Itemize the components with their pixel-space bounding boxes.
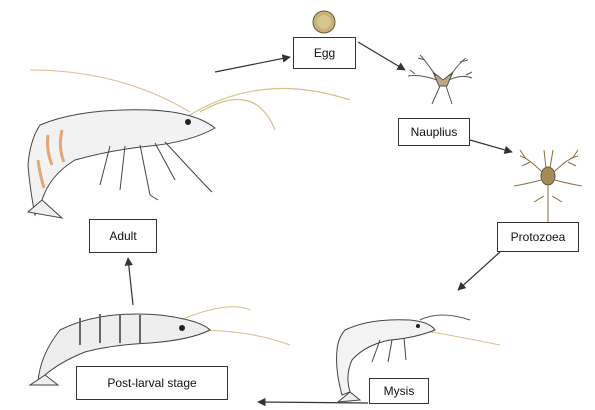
arrow-mysis-to-postlarval	[258, 402, 368, 403]
nauplius-label: Nauplius	[398, 118, 470, 146]
post-larval-label: Post-larval stage	[76, 366, 228, 400]
arrow-postlarval-to-adult	[128, 258, 133, 305]
mysis-label: Mysis	[369, 378, 429, 404]
egg-illustration	[313, 11, 335, 33]
arrow-nauplius-to-protozoea	[470, 140, 512, 152]
protozoea-label: Protozoea	[497, 222, 579, 252]
arrow-protozoea-to-mysis	[458, 252, 500, 290]
arrow-adult-to-egg	[215, 57, 290, 72]
adult-shrimp-illustration	[28, 70, 350, 218]
adult-label: Adult	[89, 219, 157, 253]
egg-label: Egg	[293, 37, 356, 69]
nauplius-illustration	[408, 55, 472, 104]
protozoea-illustration	[514, 150, 582, 232]
arrow-egg-to-nauplius	[358, 42, 405, 70]
